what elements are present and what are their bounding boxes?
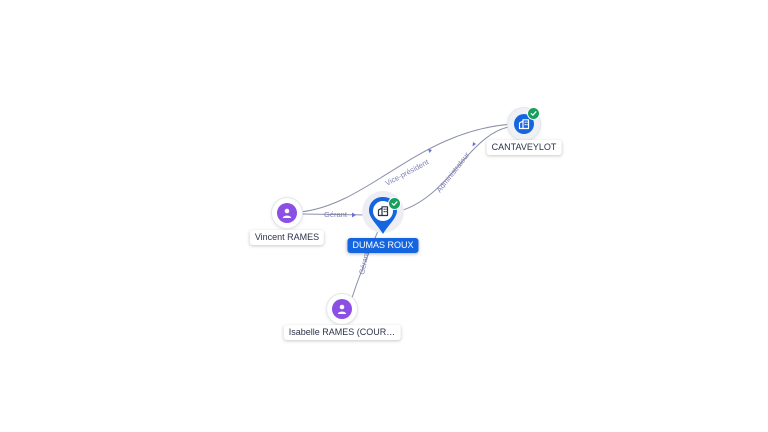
node-isabelle-rames[interactable] [327,294,357,324]
building-icon [377,206,389,217]
edge-vincent-cantaveylot[interactable] [299,123,517,213]
edge-arrow [472,142,476,147]
node-label-vincent-rames[interactable]: Vincent RAMES [249,230,325,245]
node-dumas-roux[interactable] [361,188,405,238]
person-icon [277,203,297,223]
check-icon [527,107,540,120]
node-label-cantaveylot[interactable]: CANTAVEYLOT [486,140,562,155]
edge-vincent-dumas[interactable] [301,213,371,216]
node-label-isabelle-rames[interactable]: Isabelle RAMES (COUR… [283,325,401,340]
edge-arrow [352,212,356,218]
edge-dumas-cantaveylot[interactable] [395,125,517,213]
node-vincent-rames[interactable] [272,198,302,228]
edge-arrow [428,149,432,153]
edge-label-dumas-cantaveylot: Administrateur [434,150,471,194]
edge-label-vincent-dumas: Gérant [324,210,348,219]
person-icon [332,299,352,319]
check-icon [388,197,401,210]
edge-label-isabelle-dumas: Gérant [357,250,371,275]
node-label-dumas-roux[interactable]: DUMAS ROUX [347,238,419,253]
node-cantaveylot[interactable] [508,107,540,140]
building-icon [514,114,534,134]
